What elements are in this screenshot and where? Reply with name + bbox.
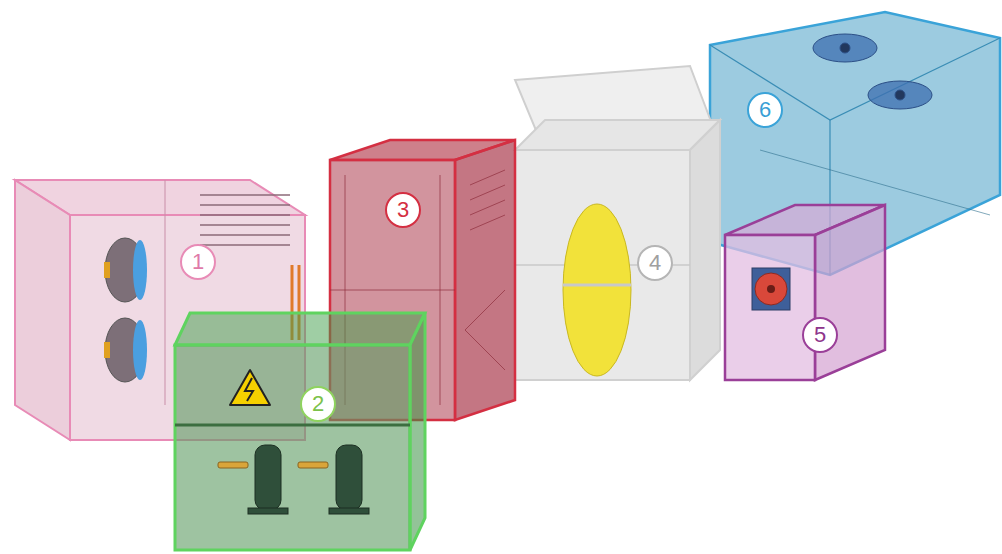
callout-circle: 5 bbox=[802, 317, 838, 353]
callout-circle: 2 bbox=[300, 386, 336, 422]
callout-circle: 4 bbox=[637, 245, 673, 281]
callout-number: 4 bbox=[649, 252, 661, 274]
compressor-module bbox=[175, 313, 425, 550]
heat-recovery-module bbox=[515, 66, 720, 380]
callout-number: 1 bbox=[192, 251, 204, 273]
callout-number: 5 bbox=[814, 324, 826, 346]
exhaust-fan-module bbox=[725, 205, 885, 380]
supply-fan-module bbox=[15, 180, 305, 440]
callout-circle: 1 bbox=[180, 244, 216, 280]
callout-number: 6 bbox=[759, 99, 771, 121]
callout-number: 3 bbox=[397, 199, 409, 221]
warning-sign bbox=[230, 370, 270, 405]
callout-number: 2 bbox=[312, 393, 324, 415]
callout-circle: 6 bbox=[747, 92, 783, 128]
callout-circle: 3 bbox=[385, 192, 421, 228]
